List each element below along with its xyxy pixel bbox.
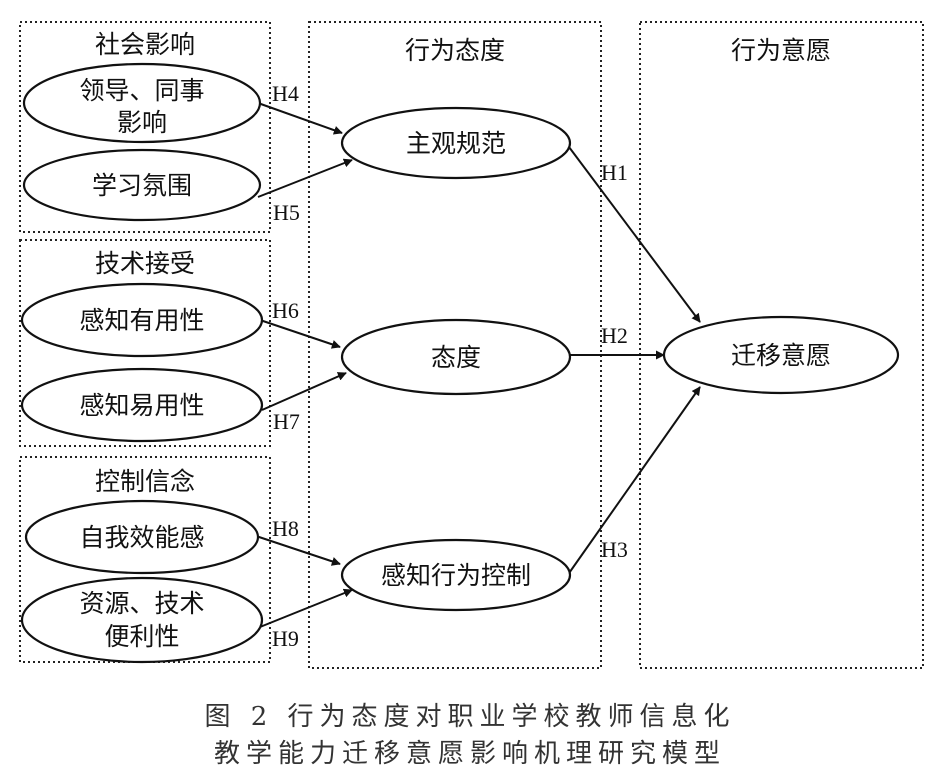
node-leader-colleague-line2: 影响 (117, 108, 167, 137)
group-title-social: 社会影响 (95, 30, 195, 59)
node-leader-colleague-line1: 领导、同事 (79, 76, 204, 105)
figure-caption-line2: 教学能力迁移意愿影响机理研究模型 (214, 739, 726, 769)
edge-pbc-to-transfer (566, 386, 701, 577)
node-self-efficacy-label: 自我效能感 (79, 523, 204, 552)
edge-useful-to-attitude (259, 319, 341, 349)
technology-acceptance-box (19, 239, 271, 447)
node-perceived-usefulness (20, 282, 264, 358)
node-attitude (340, 318, 572, 396)
group-title-control: 控制信念 (95, 467, 195, 496)
edge-leader-to-norm (257, 102, 343, 135)
node-transfer-intention (662, 315, 900, 395)
hypothesis-h1: H1 (601, 160, 628, 185)
node-resources-tech (20, 576, 264, 664)
node-attitude-label: 态度 (431, 343, 481, 372)
hypothesis-h3: H3 (601, 537, 628, 562)
node-learning-atmosphere (22, 148, 262, 222)
node-subjective-norm-label: 主观规范 (406, 129, 506, 158)
node-perceived-ease (20, 367, 264, 443)
node-perceived-usefulness-label: 感知有用性 (79, 306, 204, 335)
group-title-tech: 技术接受 (95, 249, 195, 278)
hypothesis-h7: H7 (273, 409, 300, 434)
hypothesis-h6: H6 (272, 298, 299, 323)
node-self-efficacy (24, 499, 260, 575)
node-resources-tech-line1: 资源、技术 (79, 589, 204, 618)
hypothesis-h9: H9 (272, 626, 299, 651)
node-subjective-norm (340, 106, 572, 180)
hypothesis-h5: H5 (273, 200, 300, 225)
edge-efficacy-to-pbc (255, 535, 341, 566)
social-influence-box (19, 21, 271, 233)
node-perceived-ease-label: 感知易用性 (79, 391, 204, 420)
group-title-attitude: 行为态度 (405, 36, 505, 65)
node-perceived-control-label: 感知行为控制 (381, 561, 531, 590)
group-title-intention: 行为意愿 (731, 36, 831, 65)
edge-norm-to-transfer (565, 142, 701, 323)
node-resources-tech-line2: 便利性 (104, 622, 179, 651)
node-perceived-control (340, 538, 572, 612)
node-transfer-intention-label: 迁移意愿 (731, 341, 831, 370)
behavior-intention-box (639, 21, 924, 669)
node-leader-colleague (22, 62, 262, 144)
hypothesis-h2: H2 (601, 323, 628, 348)
behavior-attitude-box (308, 21, 602, 669)
edge-resources-to-pbc (259, 588, 353, 628)
hypothesis-h8: H8 (272, 516, 299, 541)
figure-caption-line1: 图 2 行为态度对职业学校教师信息化 (204, 702, 735, 732)
edge-atmosphere-to-norm (257, 158, 353, 198)
node-learning-atmosphere-label: 学习氛围 (92, 171, 192, 200)
hypothesis-h4: H4 (272, 81, 299, 106)
edge-easy-to-attitude (261, 372, 347, 411)
